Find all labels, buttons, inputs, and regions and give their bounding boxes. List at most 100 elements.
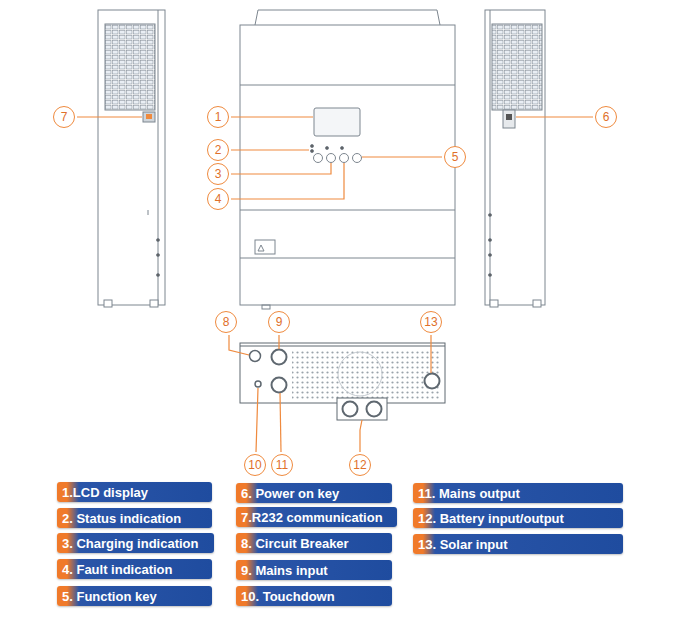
status-led (311, 145, 314, 148)
part-label: 2. Status indication (57, 512, 181, 525)
side-edge (490, 10, 491, 305)
function-key (314, 154, 323, 163)
callout-number: 10 (248, 459, 261, 471)
warning-sign (258, 245, 264, 251)
callout-number: 3 (215, 168, 222, 180)
side-housing (98, 10, 165, 305)
panel-seam (240, 210, 455, 211)
function-key (353, 154, 362, 163)
legend-bar: 9. Mains input (236, 560, 392, 580)
side-screw (489, 254, 492, 257)
battery-terminal-block (337, 398, 387, 420)
legend-bar: 3. Charging indication (57, 533, 214, 553)
wall-bracket (255, 10, 440, 25)
callout-circle: 11 (271, 454, 293, 476)
leader-line (280, 393, 281, 452)
panel-seam (240, 85, 455, 86)
leader-line (229, 335, 249, 355)
foot (490, 300, 498, 307)
side-edge (158, 10, 159, 305)
legend-bar: 4. Fault indication (57, 559, 212, 579)
side-screw (489, 239, 492, 242)
bottom-housing (240, 343, 445, 403)
warning-label (255, 240, 275, 254)
right-side-view (485, 10, 545, 307)
leader-line (278, 335, 279, 349)
leader-line (516, 116, 593, 117)
bottom-view (240, 343, 445, 420)
callout-circle: 10 (244, 454, 266, 476)
left-side-view (98, 10, 165, 307)
side-vent (492, 24, 542, 110)
rs232-port (143, 112, 155, 122)
side-screw (489, 274, 492, 277)
bottom-vent (292, 349, 440, 399)
part-label: 9. Mains input (236, 564, 328, 577)
leader-line (256, 388, 258, 452)
fan-outline (338, 352, 382, 396)
port-mark (146, 114, 152, 119)
callout-number: 11 (276, 459, 288, 471)
charge-led (326, 147, 329, 150)
callout-circle: 2 (207, 139, 229, 161)
part-label: 7.R232 communication (236, 511, 383, 524)
solar-input-gland (425, 374, 440, 389)
leader-line (77, 116, 142, 117)
leader-line (231, 116, 313, 117)
callout-circle: 4 (207, 188, 229, 210)
part-label: 10. Touchdown (236, 590, 335, 603)
circuit-breaker (250, 351, 261, 362)
legend-bar: 12. Battery input/output (413, 508, 623, 528)
foot (104, 300, 112, 307)
leader-line (231, 163, 331, 174)
legend-bar: 7.R232 communication (236, 507, 397, 527)
legend-bar: 8. Circuit Breaker (236, 533, 392, 553)
part-label: 11. Mains output (413, 487, 520, 500)
callout-number: 9 (276, 316, 283, 328)
callout-circle: 5 (444, 146, 466, 168)
part-label: 1.LCD display (57, 486, 148, 499)
callout-number: 13 (424, 316, 437, 328)
callout-number: 1 (215, 111, 222, 123)
battery-terminal (367, 402, 382, 417)
callout-number: 4 (215, 193, 222, 205)
side-screw (157, 239, 160, 242)
side-housing (485, 10, 545, 305)
function-key (340, 154, 349, 163)
side-screw (489, 214, 492, 217)
callout-circle: 7 (53, 106, 75, 128)
callout-circle: 8 (215, 311, 237, 333)
status-led (311, 150, 314, 153)
legend-bar: 11. Mains output (413, 483, 623, 503)
panel-seam (240, 258, 455, 259)
legend-bar: 2. Status indication (57, 508, 212, 528)
bottom-tab (262, 305, 270, 309)
legend-bar: 1.LCD display (57, 482, 212, 502)
leader-line (231, 149, 309, 150)
callout-circle: 1 (207, 106, 229, 128)
callout-circle: 3 (207, 163, 229, 185)
leader-line (430, 335, 431, 373)
power-switch (503, 110, 515, 128)
legend-bar: 5. Function key (57, 586, 212, 606)
front-view (240, 10, 455, 309)
callout-number: 8 (223, 316, 230, 328)
front-housing (240, 25, 455, 305)
legend-bar: 13. Solar input (413, 534, 623, 554)
callout-number: 12 (353, 459, 366, 471)
mains-output-gland (272, 378, 287, 393)
callout-circle: 6 (595, 106, 617, 128)
battery-terminal (343, 402, 358, 417)
legend-bar: 10. Touchdown (236, 586, 392, 606)
leader-line (231, 163, 344, 199)
lcd-screen (314, 108, 360, 136)
switch-rocker (506, 114, 512, 120)
ground-terminal (255, 381, 261, 387)
part-label: 5. Function key (57, 590, 157, 603)
part-label: 3. Charging indication (57, 537, 199, 550)
callout-circle: 9 (268, 311, 290, 333)
bottom-edge (240, 346, 445, 347)
foot (533, 300, 541, 307)
side-screw (157, 274, 160, 277)
